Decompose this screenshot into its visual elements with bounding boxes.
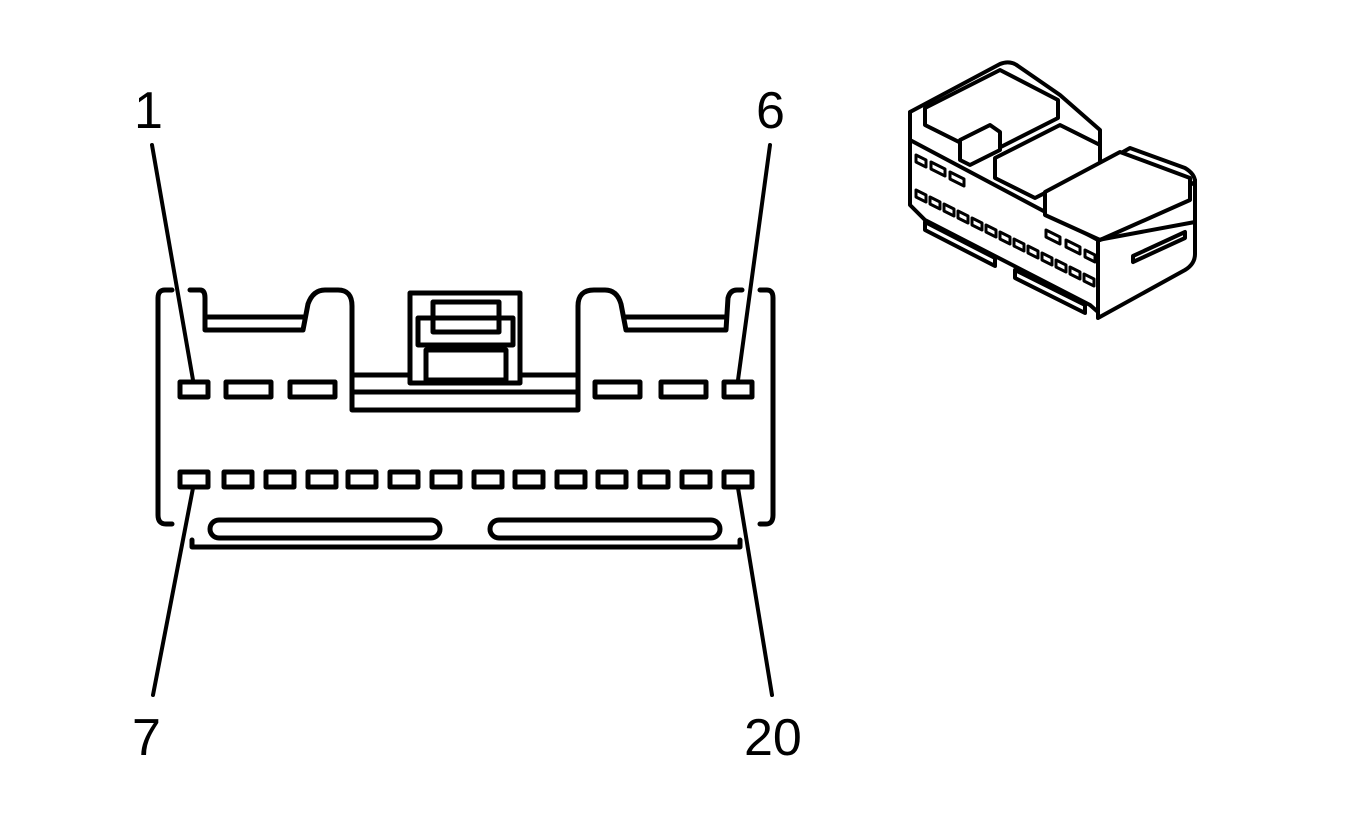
pin-cavity <box>287 379 338 400</box>
pin-cavity <box>512 469 546 490</box>
iso-pin <box>1064 238 1082 256</box>
iso-pin <box>1044 228 1062 246</box>
iso-pin <box>928 195 942 211</box>
iso-side-slot <box>1131 230 1187 264</box>
pin-cavity <box>721 469 755 490</box>
pin-cavity <box>387 469 421 490</box>
iso-pin <box>1068 265 1082 281</box>
pin-cavity <box>721 379 755 400</box>
iso-pin <box>1082 272 1096 288</box>
keying-slot-left <box>207 517 443 541</box>
housing-top-outline <box>187 287 745 413</box>
iso-mid-seam <box>1096 220 1197 242</box>
iso-pin <box>970 216 984 232</box>
leader-line-pin-7 <box>151 486 195 697</box>
pin-cavity <box>223 379 274 400</box>
iso-top-pins <box>914 153 1097 264</box>
iso-pin <box>1040 251 1054 267</box>
latch-window <box>423 347 509 383</box>
pin-cavity <box>554 469 588 490</box>
pin-label-20: 20 <box>744 709 802 767</box>
pin-cavity <box>221 469 255 490</box>
latch-outer <box>407 290 523 386</box>
pin-cavity <box>345 469 379 490</box>
pin-cavity <box>305 469 339 490</box>
pin-cavity <box>679 469 713 490</box>
pin-cavity <box>263 469 297 490</box>
iso-left-notch <box>958 123 1002 167</box>
iso-right-tower <box>1043 150 1192 242</box>
connector-isometric-view <box>908 60 1197 320</box>
housing-bottom-rail <box>189 537 743 550</box>
pin-cavity <box>471 469 505 490</box>
pin-cavity <box>658 379 709 400</box>
housing-right-bracket <box>757 287 776 527</box>
top-row-pins <box>177 379 755 400</box>
iso-pin <box>1026 244 1040 260</box>
leader-line-pin-1 <box>150 143 195 382</box>
iso-pin <box>998 230 1012 246</box>
pin-cavity <box>429 469 463 490</box>
iso-pin <box>1054 258 1068 274</box>
bottom-row-pins <box>177 469 755 490</box>
pin-cavity <box>595 469 629 490</box>
iso-keying-slot-left <box>923 220 997 268</box>
iso-pin <box>1083 248 1097 264</box>
latch-bar <box>415 315 516 348</box>
iso-pin <box>948 170 966 188</box>
iso-pin <box>984 223 998 239</box>
keying-slot-right <box>487 517 723 541</box>
iso-rear-block-left <box>923 68 1060 157</box>
leader-line-pin-20 <box>736 486 774 697</box>
iso-pin <box>1012 237 1026 253</box>
connector-front-view <box>150 143 776 697</box>
iso-bottom-pins <box>914 188 1096 288</box>
iso-pin <box>929 160 947 178</box>
pin-cavity <box>592 379 643 400</box>
pin-cavity <box>177 379 211 400</box>
iso-keying-slot-right <box>1013 268 1087 315</box>
pin-label-7: 7 <box>132 709 161 767</box>
pin-label-6: 6 <box>756 82 785 140</box>
iso-pin <box>956 209 970 225</box>
housing-left-bracket <box>155 287 175 527</box>
iso-pin <box>914 153 928 169</box>
pin-cavity <box>637 469 671 490</box>
iso-pin <box>942 202 956 218</box>
pin-cavity <box>177 469 211 490</box>
pin-label-1: 1 <box>134 82 163 140</box>
iso-pin <box>914 188 928 204</box>
leader-line-pin-6 <box>736 143 772 382</box>
